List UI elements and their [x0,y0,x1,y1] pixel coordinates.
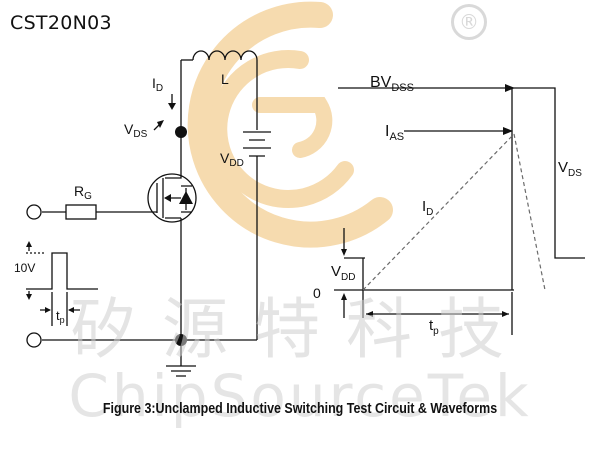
gate-resistor [65,204,97,220]
bvdss-waveform [338,87,513,290]
vdd-down-arrow [341,249,347,256]
vds-arrow-head [157,120,164,128]
source-node [175,334,187,346]
vdd-up-arrow [341,293,347,300]
tp-right-arrow [68,307,74,313]
inductor-label: L [221,71,229,87]
circuit-tp-label: tp [56,308,65,325]
figure-caption: Figure 3:Unclamped Inductive Switching T… [102,401,498,417]
bvdss-label: BVDSS [370,74,414,94]
battery-symbol [243,131,271,157]
watermark-chinese: 矽源特科技 [70,291,530,368]
watermark-english: ChipSourceTek [68,362,532,430]
part-number: CST20N03 [10,12,112,34]
body-diode-arrow [179,191,193,204]
id-label-wave: ID [422,198,433,218]
vdd-label-wave: VDD [331,263,355,283]
id-decay [513,133,546,291]
pulse-amplitude-label: 10V [14,261,35,275]
ias-label: IAS [385,123,404,143]
tp-left-arrow [45,307,51,313]
id-ramp [362,133,515,291]
input-terminal-bottom [26,332,42,348]
tp-label-wave: tp [429,317,439,337]
id-arrow-head [168,103,176,110]
id-label-circuit: ID [152,75,163,94]
drain-node [175,126,187,138]
registered-mark: ® [451,4,487,40]
ground-symbol [166,365,196,377]
mosfet-arrow [164,194,171,202]
mosfet-body [147,173,197,223]
input-terminal-top [26,204,42,220]
vds-label-circuit: VDS [124,121,148,140]
mosfet-leads [165,132,182,340]
tp-left-arrow-wave [366,311,373,317]
rg-label: RG [74,183,92,202]
pulse-down-arrow [26,294,32,300]
gate-pulse [26,252,98,290]
ias-arrow-head [503,127,513,135]
pulse-up-arrow [26,241,32,247]
tp-right-arrow-wave [502,311,509,317]
vdd-label-circuit: VDD [220,150,244,169]
pulse-width-marks [40,292,80,326]
bvdss-arrow-head [505,84,515,92]
vds-waveform [512,87,585,259]
vds-label-wave: VDS [558,159,582,179]
inductor-coil [192,50,258,61]
zero-label: 0 [313,285,321,301]
